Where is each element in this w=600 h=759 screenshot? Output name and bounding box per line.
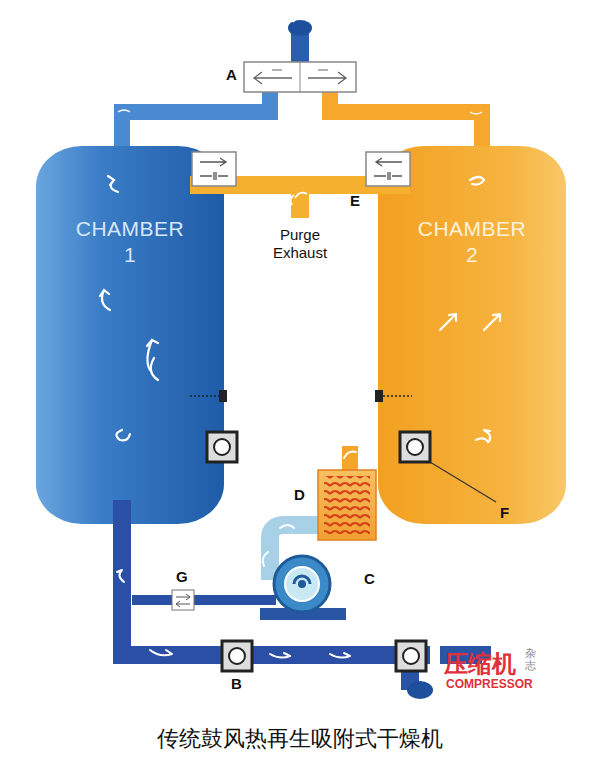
callout-letter: A	[226, 66, 237, 83]
caption: 传统鼓风热再生吸附式干燥机	[157, 724, 443, 754]
callout-letter: F	[500, 504, 509, 521]
purge-exhaust-label: Purge Exhaust	[273, 226, 327, 262]
callout-letter: D	[294, 486, 305, 503]
chamber-label: CHAMBER 1	[76, 216, 185, 268]
desiccant-chamber: CHAMBER 2	[378, 146, 566, 524]
callout-letter: C	[364, 570, 375, 587]
watermark: 杂志	[525, 648, 536, 672]
callout-letter: E	[350, 192, 360, 209]
watermark: 压缩机	[444, 648, 516, 680]
callout-letter: B	[231, 675, 242, 692]
callout-letter: G	[176, 568, 188, 585]
desiccant-chamber: CHAMBER 1	[36, 146, 224, 524]
chamber-label: CHAMBER 2	[418, 216, 527, 268]
watermark: COMPRESSOR	[446, 677, 533, 691]
